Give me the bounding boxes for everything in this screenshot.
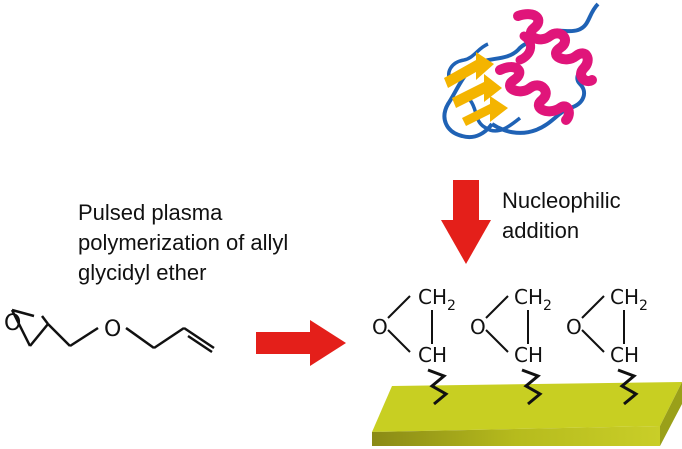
reaction-label: Nucleophilic addition [502,186,621,246]
down-arrow-icon [441,180,491,264]
protein-helix [515,31,536,65]
reaction-label-line-2: addition [502,218,580,243]
surface-epoxide-group: O CH2 CH [470,285,552,406]
epoxide-ch2-label: CH2 [418,285,456,314]
reaction-label-line-1: Nucleophilic [502,188,621,213]
surface-epoxide-group: O CH2 CH [566,285,648,406]
ch2-main: CH [418,285,447,309]
protein-helix [513,9,597,86]
epoxide-ch2-label: CH2 [610,285,648,314]
process-label: Pulsed plasma polymerization of allyl gl… [78,198,288,288]
surface-epoxide-group: O CH2 CH [372,285,456,406]
epoxide-oxygen-label: O [470,315,486,339]
ring-oxygen-label: O [4,311,21,336]
protein-sheet [452,74,502,108]
protein-sheet [462,96,508,126]
process-label-line-3: glycidyl ether [78,260,207,285]
epoxide-oxygen-label: O [372,315,388,339]
protein-helix [495,62,574,125]
process-label-line-2: polymerization of allyl [78,230,289,255]
epoxide-ch-label: CH [514,343,543,367]
epoxide-oxygen-label: O [566,315,582,339]
ether-oxygen-label: O [104,317,121,342]
right-arrow-icon [256,320,346,366]
substrate-surface [372,382,682,446]
ch2-main: CH [514,285,543,309]
ch2-subscript: 2 [447,298,456,314]
protein-structure [442,2,600,139]
ch2-main: CH [610,285,639,309]
allyl-glycidyl-ether-structure [10,308,215,354]
ch2-subscript: 2 [639,298,648,314]
epoxide-ch-label: CH [610,343,639,367]
process-label-line-1: Pulsed plasma [78,200,223,225]
protein-loop [447,42,489,85]
epoxide-ch-label: CH [418,343,447,367]
protein-sheet [444,52,494,88]
epoxide-ch2-label: CH2 [514,285,552,314]
protein-loop [468,98,522,133]
ch2-subscript: 2 [543,298,552,314]
protein-loop [442,34,550,139]
